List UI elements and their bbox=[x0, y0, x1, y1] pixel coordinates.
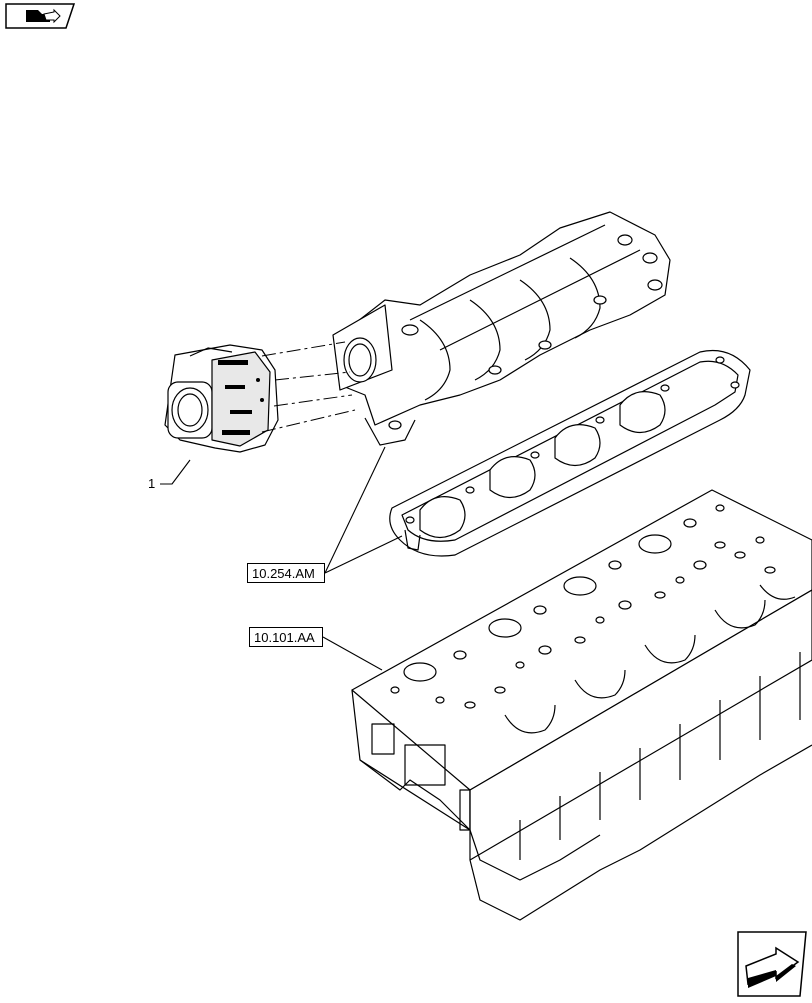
reference-link-manifold[interactable]: 10.254.AM bbox=[247, 563, 325, 583]
cylinder-head bbox=[351, 489, 812, 921]
item-number-label: 1 bbox=[148, 476, 156, 491]
next-page-button[interactable] bbox=[736, 930, 808, 998]
alignment-lines bbox=[261, 341, 356, 433]
throttle-body bbox=[164, 344, 279, 453]
intake-manifold bbox=[332, 211, 671, 446]
intake-gasket bbox=[389, 349, 751, 557]
leader-lines bbox=[160, 446, 403, 671]
next-page-arrow-icon bbox=[737, 931, 807, 997]
reference-link-cylinder-head[interactable]: 10.101.AA bbox=[249, 627, 323, 647]
previous-page-button[interactable] bbox=[4, 2, 76, 30]
book-arrow-icon bbox=[5, 3, 76, 29]
